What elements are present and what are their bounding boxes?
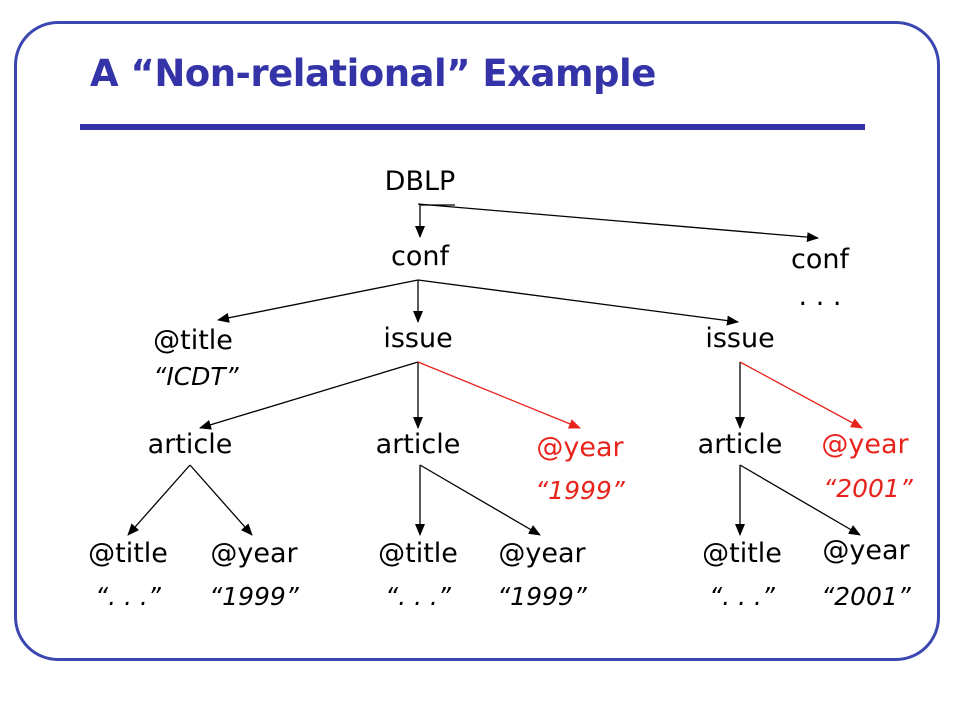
node-a2-title-attr: @title <box>378 538 458 569</box>
node-article-3: article <box>697 429 783 460</box>
edge-issue1-year <box>417 361 581 429</box>
edge-article1-title <box>127 464 191 536</box>
node-conf-2: conf <box>791 244 849 275</box>
node-conf-title-value: “ICDT” <box>153 362 239 391</box>
node-a1-title-value: “. . .” <box>95 582 161 611</box>
node-article-2: article <box>375 429 461 460</box>
node-conf-title-attr: @title <box>153 325 233 356</box>
node-conf-2-more: . . . <box>798 281 842 312</box>
node-a2-year-attr: @year <box>498 538 586 569</box>
edge-issue1-article1 <box>199 361 419 430</box>
node-issue-2: issue <box>705 323 775 354</box>
node-a3-title-attr: @title <box>702 538 782 569</box>
slide-frame <box>14 21 940 661</box>
node-issue1-year-value: “1999” <box>535 476 625 505</box>
title-underline <box>80 124 865 130</box>
slide-title: A “Non-relational” Example <box>90 52 656 95</box>
node-article-1: article <box>147 429 233 460</box>
node-a3-year-value: “2001” <box>821 582 911 611</box>
edge-dblp-conf1 <box>415 204 455 238</box>
node-issue2-year-value: “2001” <box>823 474 913 503</box>
edge-article2-year <box>419 464 541 536</box>
node-dblp: DBLP <box>384 166 456 197</box>
edge-article3-year <box>739 464 861 536</box>
edge-issue2-year <box>739 361 863 429</box>
node-a1-title-attr: @title <box>88 538 168 569</box>
edge-conf-title <box>217 279 419 323</box>
node-a2-year-value: “1999” <box>497 582 587 611</box>
node-a2-title-value: “. . .” <box>385 582 451 611</box>
node-issue1-year-attr: @year <box>536 432 624 463</box>
node-a3-title-value: “. . .” <box>709 582 775 611</box>
node-a1-year-value: “1999” <box>209 582 299 611</box>
edge-conf-issue2 <box>417 279 739 326</box>
node-issue2-year-attr: @year <box>821 429 909 460</box>
node-conf-1: conf <box>391 241 449 272</box>
edge-dblp-conf2 <box>417 203 819 243</box>
node-a3-year-attr: @year <box>822 535 910 566</box>
node-a1-year-attr: @year <box>210 538 298 569</box>
edge-article1-year <box>189 464 253 536</box>
node-issue-1: issue <box>383 323 453 354</box>
